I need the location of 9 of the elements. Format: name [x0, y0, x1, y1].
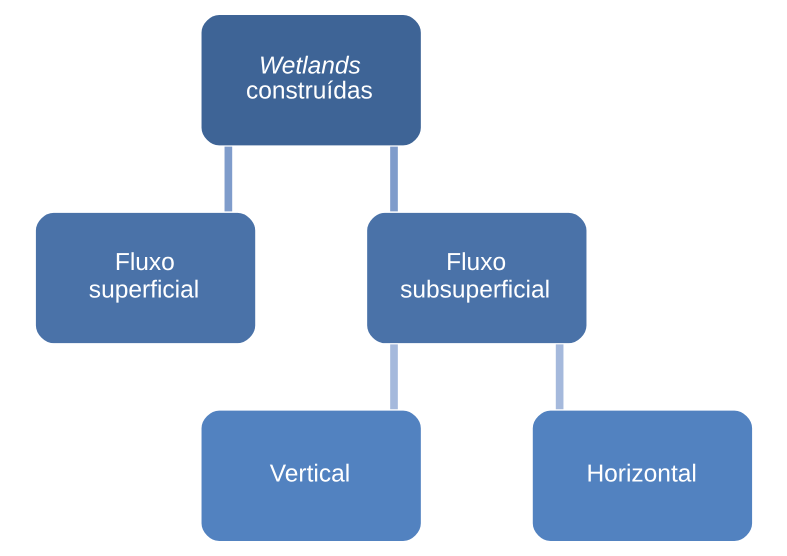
node-box: Fluxo subsuperficial	[365, 211, 588, 345]
node-box: Wetlands construídas	[200, 13, 422, 147]
connector	[390, 146, 398, 212]
node-box: Fluxo superficial	[34, 211, 256, 345]
node-box: Vertical	[200, 409, 422, 543]
connector	[390, 344, 398, 410]
connector	[555, 344, 563, 410]
node-box: Horizontal	[530, 409, 754, 543]
connector	[224, 146, 232, 212]
